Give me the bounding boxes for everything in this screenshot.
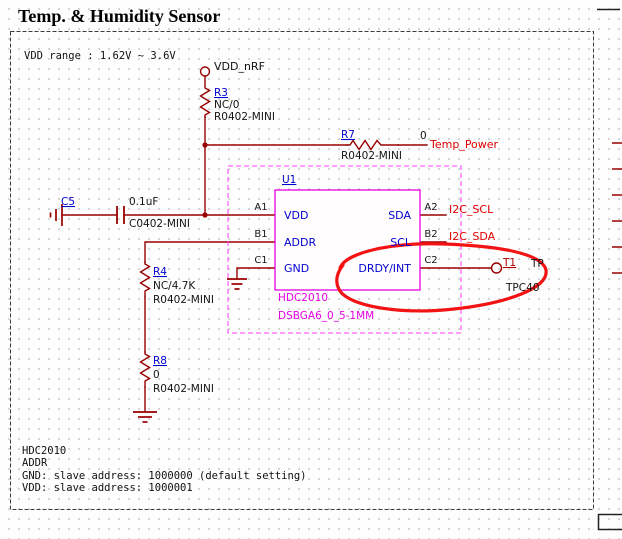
- resistor-r7-designator[interactable]: R7: [341, 129, 355, 141]
- wire-gnd-pin-branch[interactable]: [236, 267, 276, 280]
- resistor-r4-designator[interactable]: R4: [153, 266, 167, 278]
- pin-name-vdd: VDD: [284, 209, 308, 222]
- page-title: Temp. & Humidity Sensor: [18, 6, 220, 26]
- resistor-r4-value[interactable]: NC/4.7K: [153, 280, 196, 292]
- junction-dot-2: [202, 212, 208, 218]
- resistor-r8-designator[interactable]: R8: [153, 355, 167, 367]
- resistor-r7-footprint[interactable]: R0402-MINI: [341, 150, 402, 162]
- component-u1-body[interactable]: [274, 189, 421, 291]
- resistor-r4-body[interactable]: [139, 261, 151, 298]
- junction-dot-1: [202, 142, 208, 148]
- pin-name-sda: SDA: [388, 209, 411, 222]
- ground-symbol-r8[interactable]: [133, 411, 157, 423]
- bottom-note-line-3: GND: slave address: 1000000 (default set…: [22, 470, 306, 482]
- resistor-r8-body[interactable]: [139, 351, 151, 388]
- pin-name-scl: SCL: [390, 236, 412, 249]
- pin-designator-a1: A1: [254, 202, 267, 213]
- pin-designator-b2: B2: [424, 229, 437, 240]
- resistor-r7-value[interactable]: 0: [420, 130, 427, 142]
- bottom-note-line-2: ADDR: [22, 457, 48, 469]
- selection-box-u1: [227, 165, 462, 334]
- capacitor-c5-footprint[interactable]: C0402-MINI: [129, 218, 190, 230]
- pin-name-drdy-int: DRDY/INT: [358, 262, 411, 275]
- component-u1-footprint[interactable]: DSBGA6_0_5-1MM: [278, 310, 374, 322]
- net-label-i2c-sda[interactable]: I2C_SDA: [449, 230, 496, 243]
- resistor-r8-footprint[interactable]: R0402-MINI: [153, 383, 214, 395]
- pin-designator-b1: B1: [254, 229, 267, 240]
- annotation-ellipse: [335, 242, 548, 313]
- resistor-r3-footprint[interactable]: R0402-MINI: [214, 111, 275, 123]
- wire-addr-branch[interactable]: [144, 241, 276, 263]
- ground-symbol-u1-gnd[interactable]: [227, 278, 247, 290]
- resistor-r3-value[interactable]: NC/0: [214, 99, 239, 111]
- pin-designator-c1: C1: [254, 255, 267, 266]
- component-u1-designator[interactable]: U1: [282, 174, 296, 186]
- capacitor-c5-value[interactable]: 0.1uF: [129, 196, 158, 208]
- component-u1-part-number[interactable]: HDC2010: [278, 292, 328, 304]
- pin-designator-c2: C2: [424, 255, 437, 266]
- resistor-r3-body[interactable]: [199, 75, 211, 118]
- resistor-r3-designator[interactable]: R3: [214, 87, 228, 99]
- net-label-temp-power[interactable]: Temp_Power: [429, 138, 499, 151]
- testpoint-t1-circle[interactable]: [490, 262, 503, 274]
- testpoint-t1-footprint[interactable]: TPC40: [505, 282, 539, 294]
- pin-designator-a2: A2: [424, 202, 437, 213]
- sheet-border: [10, 31, 594, 510]
- net-label-i2c-scl[interactable]: I2C_SCL: [449, 203, 494, 216]
- bottom-note-line-1: HDC2010: [22, 445, 66, 457]
- power-port-vdd-nrf[interactable]: [199, 66, 211, 77]
- resistor-r8-value[interactable]: 0: [153, 369, 160, 381]
- resistor-r7-body[interactable]: [346, 139, 399, 151]
- capacitor-c5-designator[interactable]: C5: [61, 196, 75, 208]
- bottom-note-line-4: VDD: slave address: 1000001: [22, 482, 193, 494]
- resistor-r4-footprint[interactable]: R0402-MINI: [153, 294, 214, 306]
- testpoint-t1-designator[interactable]: T1: [502, 257, 516, 269]
- edge-partial-box: [597, 513, 622, 531]
- pin-name-gnd: GND: [284, 262, 309, 275]
- power-port-vdd-nrf-label[interactable]: VDD_nRF: [214, 60, 265, 73]
- testpoint-t1-value[interactable]: TP: [530, 258, 544, 270]
- vdd-range-note: VDD range : 1.62V ~ 3.6V: [24, 50, 176, 62]
- pin-name-addr: ADDR: [284, 236, 316, 249]
